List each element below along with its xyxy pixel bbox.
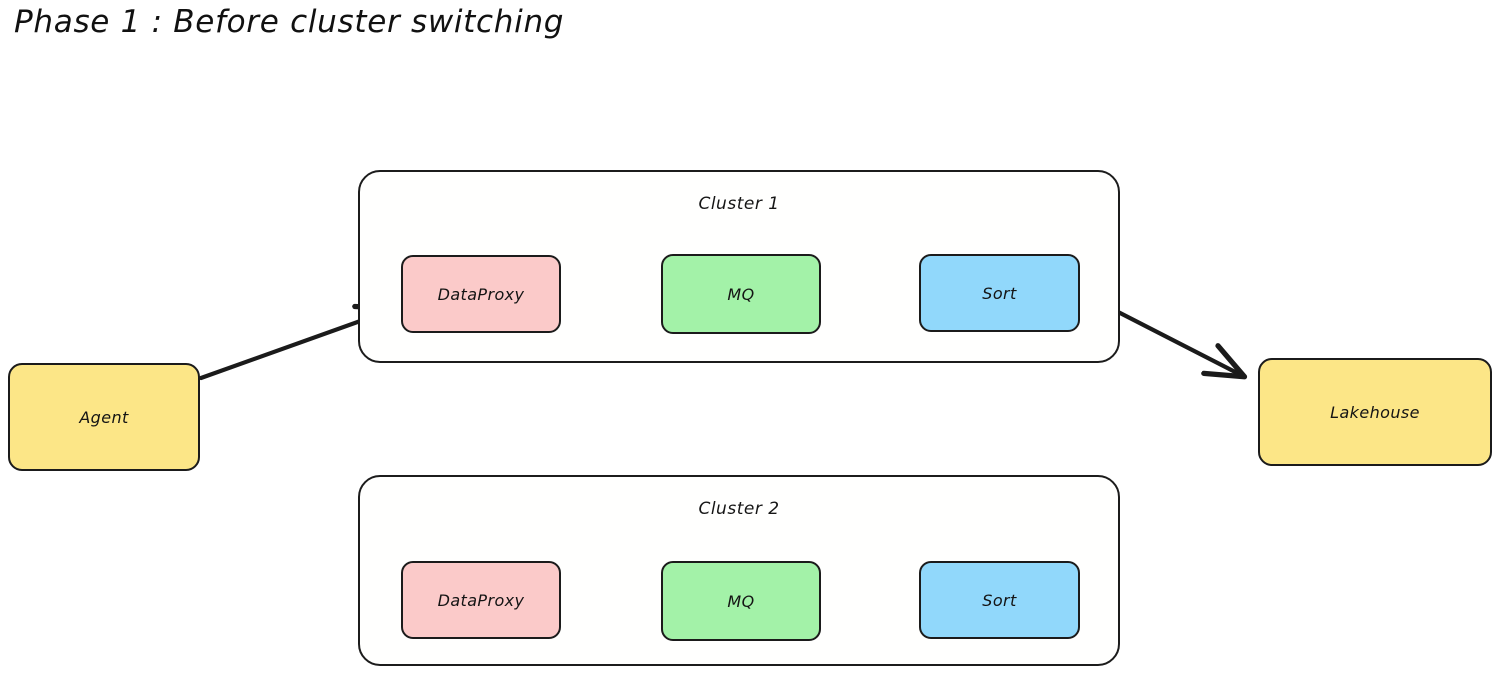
cluster-1-node-dataproxy[interactable]: DataProxy (401, 255, 561, 333)
cluster-1-label: Cluster 1 (698, 194, 780, 214)
cluster-1-node-mq[interactable]: MQ (661, 254, 821, 334)
cluster-2-container[interactable]: Cluster 2 DataProxy MQ Sort (358, 475, 1120, 666)
cluster-2-node-sort-label: Sort (982, 590, 1017, 610)
cluster-1-node-mq-label: MQ (727, 284, 755, 304)
cluster-1-container[interactable]: Cluster 1 DataProxy MQ Sort (358, 170, 1120, 363)
cluster-2-node-dataproxy-label: DataProxy (437, 590, 525, 610)
cluster-1-node-sort-label: Sort (982, 283, 1017, 303)
page-title: Phase 1 : Before cluster switching (14, 4, 565, 40)
cluster-1-node-dataproxy-label: DataProxy (437, 284, 525, 304)
cluster-2-node-dataproxy[interactable]: DataProxy (401, 561, 561, 639)
node-agent-label: Agent (79, 407, 129, 427)
cluster-2-node-mq[interactable]: MQ (661, 561, 821, 641)
node-lakehouse-label: Lakehouse (1330, 402, 1420, 422)
node-lakehouse[interactable]: Lakehouse (1258, 358, 1492, 466)
cluster-2-node-mq-label: MQ (727, 591, 755, 611)
cluster-1-node-sort[interactable]: Sort (919, 254, 1080, 332)
cluster-2-label: Cluster 2 (698, 499, 780, 519)
node-agent[interactable]: Agent (8, 363, 200, 471)
cluster-2-node-sort[interactable]: Sort (919, 561, 1080, 639)
